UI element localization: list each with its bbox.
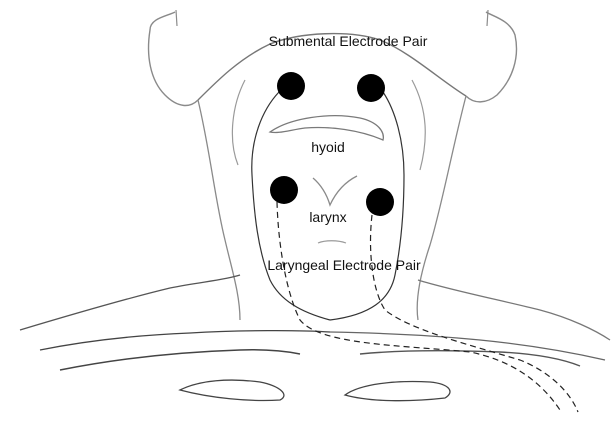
chest-right-lower — [345, 382, 450, 401]
trachea-mark — [318, 241, 346, 243]
hyoid-label: hyoid — [311, 139, 344, 155]
clavicle-right — [360, 351, 580, 366]
left-ear-tick — [176, 10, 177, 26]
submental-electrode-right — [357, 74, 385, 102]
submental-electrode-left — [277, 72, 305, 100]
laryngeal-electrode-left — [270, 176, 298, 204]
chest-left-lower — [180, 380, 284, 400]
jaw-inner-outline — [232, 80, 425, 170]
laryngeal-electrode-pair-label: Laryngeal Electrode Pair — [267, 257, 421, 273]
laryngeal-lead-left — [277, 202, 560, 410]
shoulder-left-outline — [20, 275, 240, 330]
laryngeal-lead-right — [371, 215, 578, 412]
submental-lead-left — [252, 92, 330, 320]
larynx-label: larynx — [309, 209, 346, 225]
submental-electrode-pair-label: Submental Electrode Pair — [269, 33, 428, 49]
shoulder-right-outline — [418, 280, 610, 340]
shoulder-left-lower — [40, 331, 330, 350]
clavicle-left — [60, 350, 300, 370]
larynx-shape — [313, 176, 357, 205]
shoulder-right-lower — [330, 332, 605, 360]
right-ear-outline — [466, 12, 516, 102]
laryngeal-electrode-right — [366, 188, 394, 216]
left-ear-outline — [149, 12, 198, 105]
hyoid-bone — [270, 116, 383, 140]
neck-left-outline — [198, 100, 240, 320]
